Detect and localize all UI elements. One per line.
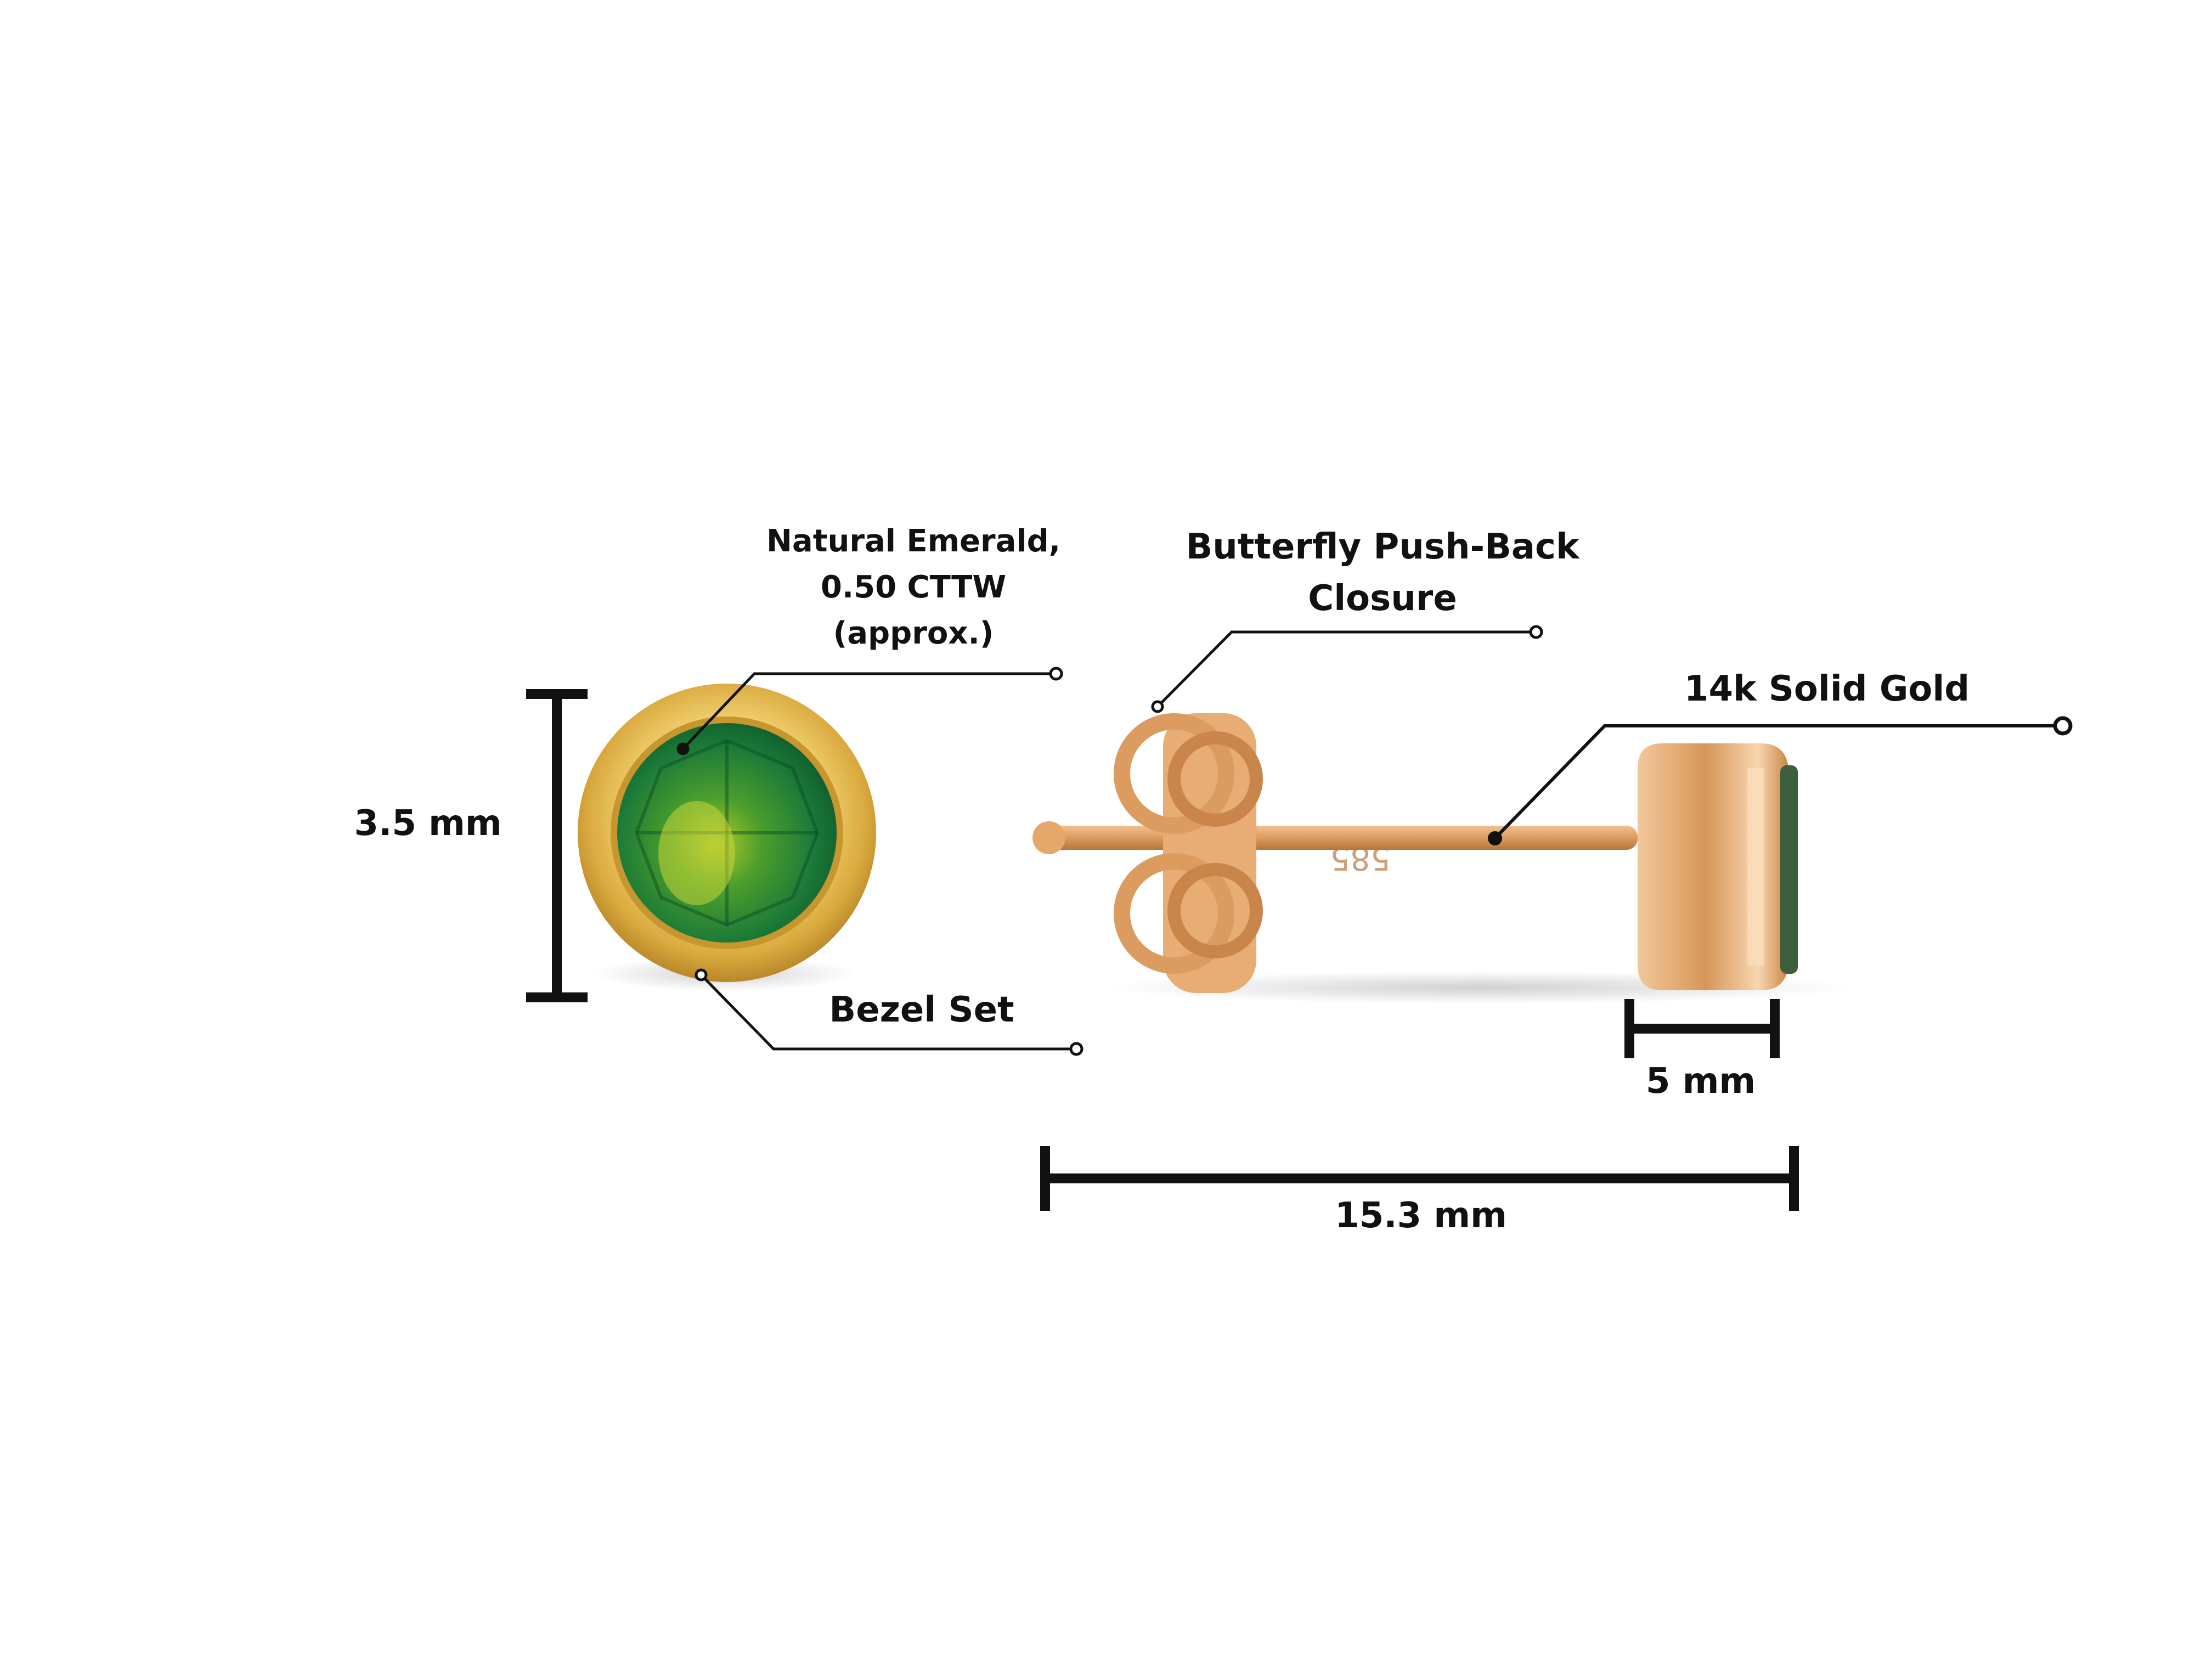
dimension-bar-diameter xyxy=(526,689,588,1002)
dimension-bezel-depth-label: 5 mm xyxy=(1613,1056,1788,1107)
dimension-bar-bezel-depth xyxy=(1624,999,1780,1058)
leader-emerald xyxy=(676,667,1063,755)
bezel-face xyxy=(1780,765,1798,974)
callout-closure-line1: Butterfly Push-Back xyxy=(1186,527,1579,567)
leader-metal xyxy=(1488,716,2073,845)
leader-setting xyxy=(695,968,1084,1056)
emerald-highlight xyxy=(658,801,735,905)
callout-setting: Bezel Set xyxy=(806,985,1037,1036)
callout-setting-text: Bezel Set xyxy=(829,990,1014,1030)
585-hallmark: 585 xyxy=(1330,840,1391,877)
bezel-highlight xyxy=(1747,768,1764,966)
dimension-diameter-label: 3.5 mm xyxy=(340,798,516,849)
dimension-bezel-depth-text: 5 mm xyxy=(1645,1061,1756,1102)
post-tip xyxy=(1032,821,1065,854)
dimension-length-text: 15.3 mm xyxy=(1335,1195,1507,1236)
callout-closure: Butterfly Push-Back Closure xyxy=(1174,521,1591,624)
bezel-cup xyxy=(1638,743,1788,990)
dimension-bar-length xyxy=(1040,1146,1799,1211)
callout-emerald-line2: 0.50 CTTW xyxy=(820,569,1007,605)
callout-metal-text: 14k Solid Gold xyxy=(1684,669,1970,709)
callout-metal: 14k Solid Gold xyxy=(1646,664,2008,715)
leader-closure xyxy=(1151,625,1543,713)
dimension-length-label: 15.3 mm xyxy=(1311,1190,1531,1242)
callout-emerald: Natural Emerald, 0.50 CTTW (approx.) xyxy=(749,518,1078,657)
callout-emerald-line1: Natural Emerald, xyxy=(766,523,1060,559)
callout-emerald-line3: (approx.) xyxy=(833,616,994,651)
front-view-stud xyxy=(578,684,876,991)
dimension-diameter-text: 3.5 mm xyxy=(354,803,502,844)
butterfly-back xyxy=(1114,713,1263,993)
side-view-stud: 585 xyxy=(1032,713,1854,1004)
callout-closure-line2: Closure xyxy=(1308,578,1457,619)
